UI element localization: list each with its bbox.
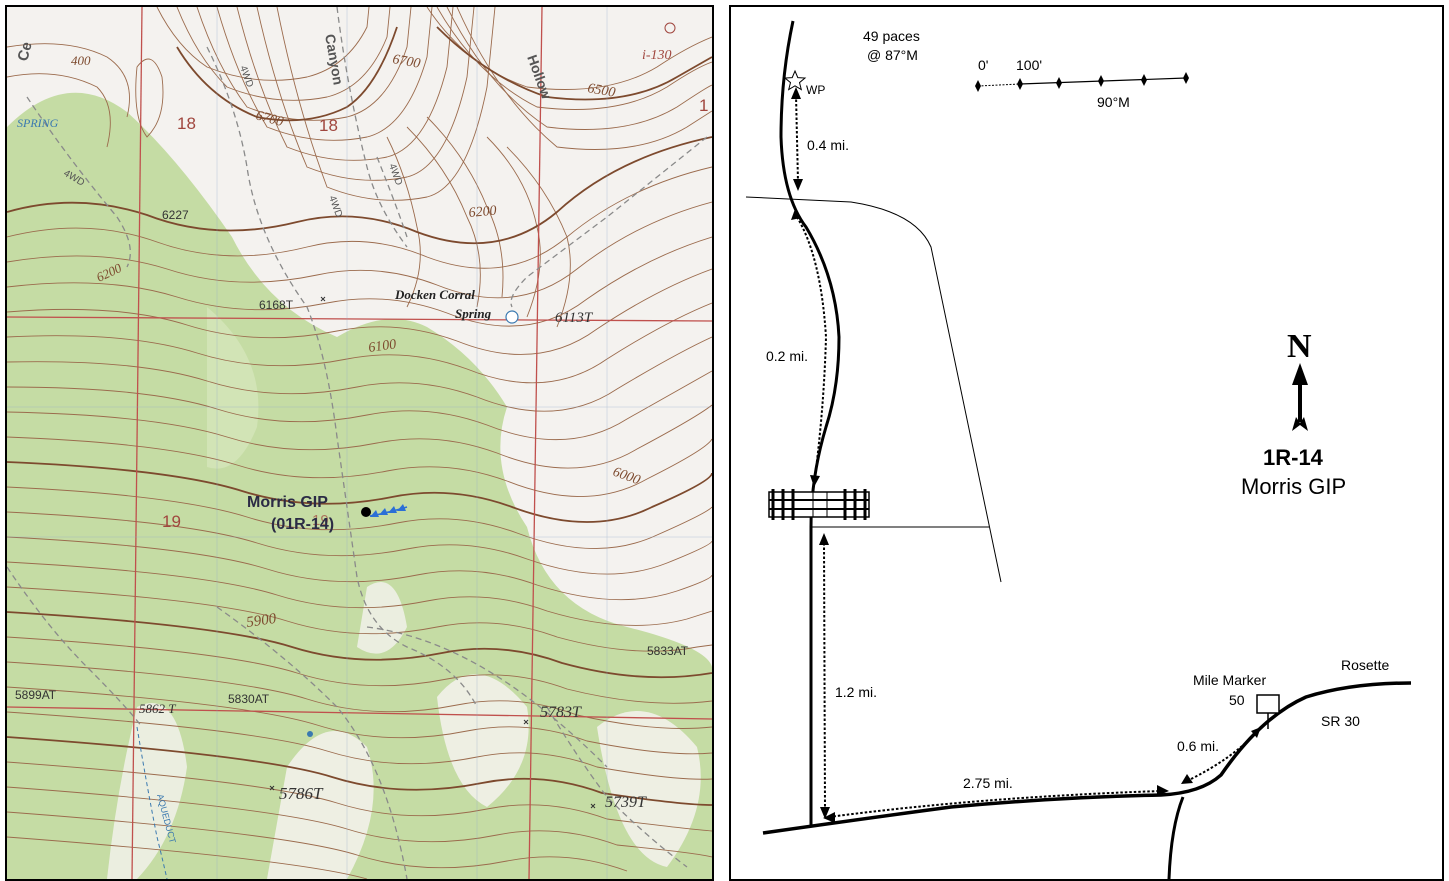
label-section-1: 1 [699,96,708,115]
distance-0-4-label: 0.4 mi. [807,137,849,153]
label-contour-400: 400 [71,53,91,68]
site-name-title: Morris GIP [1241,474,1346,499]
mile-marker-label: Mile Marker [1193,672,1266,688]
site-name-label: Morris GIP [247,494,328,511]
scale-zero-label: 0' [978,57,988,73]
label-canyon: Canyon [322,33,347,86]
cattle-guard-icon [768,489,870,520]
label-elev-5783: 5783T [540,704,582,721]
label-docken-spring: Spring [455,306,492,321]
thin-track-lines [745,196,1002,583]
contour-lines [7,7,712,879]
scale-bar [975,72,1189,92]
access-road [779,20,841,825]
label-4wd-4: 4WD [386,162,404,187]
label-section-18b: 18 [319,116,338,135]
label-elev-6227: 6227 [162,208,189,222]
label-hollow: Hollow [524,53,555,102]
label-elev-5830: 5830AT [228,692,270,706]
section-grid [7,7,712,879]
highway-sr30 [762,681,1412,835]
north-arrow-icon [1292,363,1308,431]
sketch-map-svg: WP 49 paces @ 87°M 0' 100' 90°M 0.4 mi. … [745,20,1412,879]
site-marker[interactable] [361,504,408,517]
road-sr30-label: SR 30 [1321,713,1360,729]
distance-0-2-label: 0.2 mi. [766,348,808,364]
site-code-title: 1R-14 [1263,445,1324,470]
index-contours [7,26,712,806]
label-contour-6700b: 6700 [391,52,421,72]
label-contour-6700a: 6700 [254,108,285,130]
label-elev-5786: 5786T [279,784,324,803]
label-spring: SPRING [17,116,59,130]
side-road-south [1167,796,1185,879]
utm-grid [7,7,712,879]
spot-elevation-markers [269,22,676,809]
label-section-19b: 19 [312,512,329,529]
aqueduct-line [136,726,168,879]
vegetation-areas [7,92,712,879]
label-i130: i-130 [642,48,672,63]
label-elev-5862: 5862 T [139,701,176,716]
topographic-map[interactable]: Ce Canyon Hollow SPRING 18 18 19 19 1 67… [5,5,714,881]
spring-water-icon [505,310,519,324]
label-contour-5900: 5900 [245,611,277,631]
label-section-19a: 19 [162,512,181,531]
label-elev-6168: 6168T [259,298,294,312]
label-contour-6100: 6100 [367,337,397,356]
distance-2-75-label: 2.75 mi. [963,775,1013,791]
north-label: N [1287,328,1312,365]
distance-arrows [795,94,1257,818]
label-ce: Ce [14,40,35,63]
paces-text: 49 paces [863,28,920,44]
label-elev-5899: 5899AT [15,688,57,702]
distance-1-2-label: 1.2 mi. [835,684,877,700]
label-elev-5739: 5739T [605,794,647,811]
label-section-18a: 18 [177,114,196,133]
arrowheads [791,87,1261,823]
waypoint-label: WP [806,83,825,97]
label-contour-6000: 6000 [611,465,642,489]
topo-map-svg: Ce Canyon Hollow SPRING 18 18 19 19 1 67… [7,7,712,879]
site-code-label: (01R-14) [271,516,334,533]
waypoint-star-icon[interactable] [783,69,807,91]
pond-icon [307,731,313,737]
bearing-text: @ 87°M [867,47,918,63]
label-contour-6200: 6200 [468,204,497,221]
town-rosette-label: Rosette [1341,657,1389,673]
mile-marker-number: 50 [1229,692,1245,708]
label-docken-corral: Docken Corral [394,287,475,302]
distance-0-6-label: 0.6 mi. [1177,738,1219,754]
mile-marker-sign-icon [1256,694,1280,729]
scale-bearing-label: 90°M [1097,94,1130,110]
label-elev-6113: 6113T [555,310,594,326]
label-contour-6500: 6500 [586,81,616,101]
four-wheel-drive-trails [7,7,708,879]
scale-100-label: 100' [1016,57,1042,73]
sketch-map[interactable]: WP 49 paces @ 87°M 0' 100' 90°M 0.4 mi. … [729,5,1444,881]
label-elev-5833: 5833AT [647,644,689,658]
site-point-icon [361,507,371,517]
